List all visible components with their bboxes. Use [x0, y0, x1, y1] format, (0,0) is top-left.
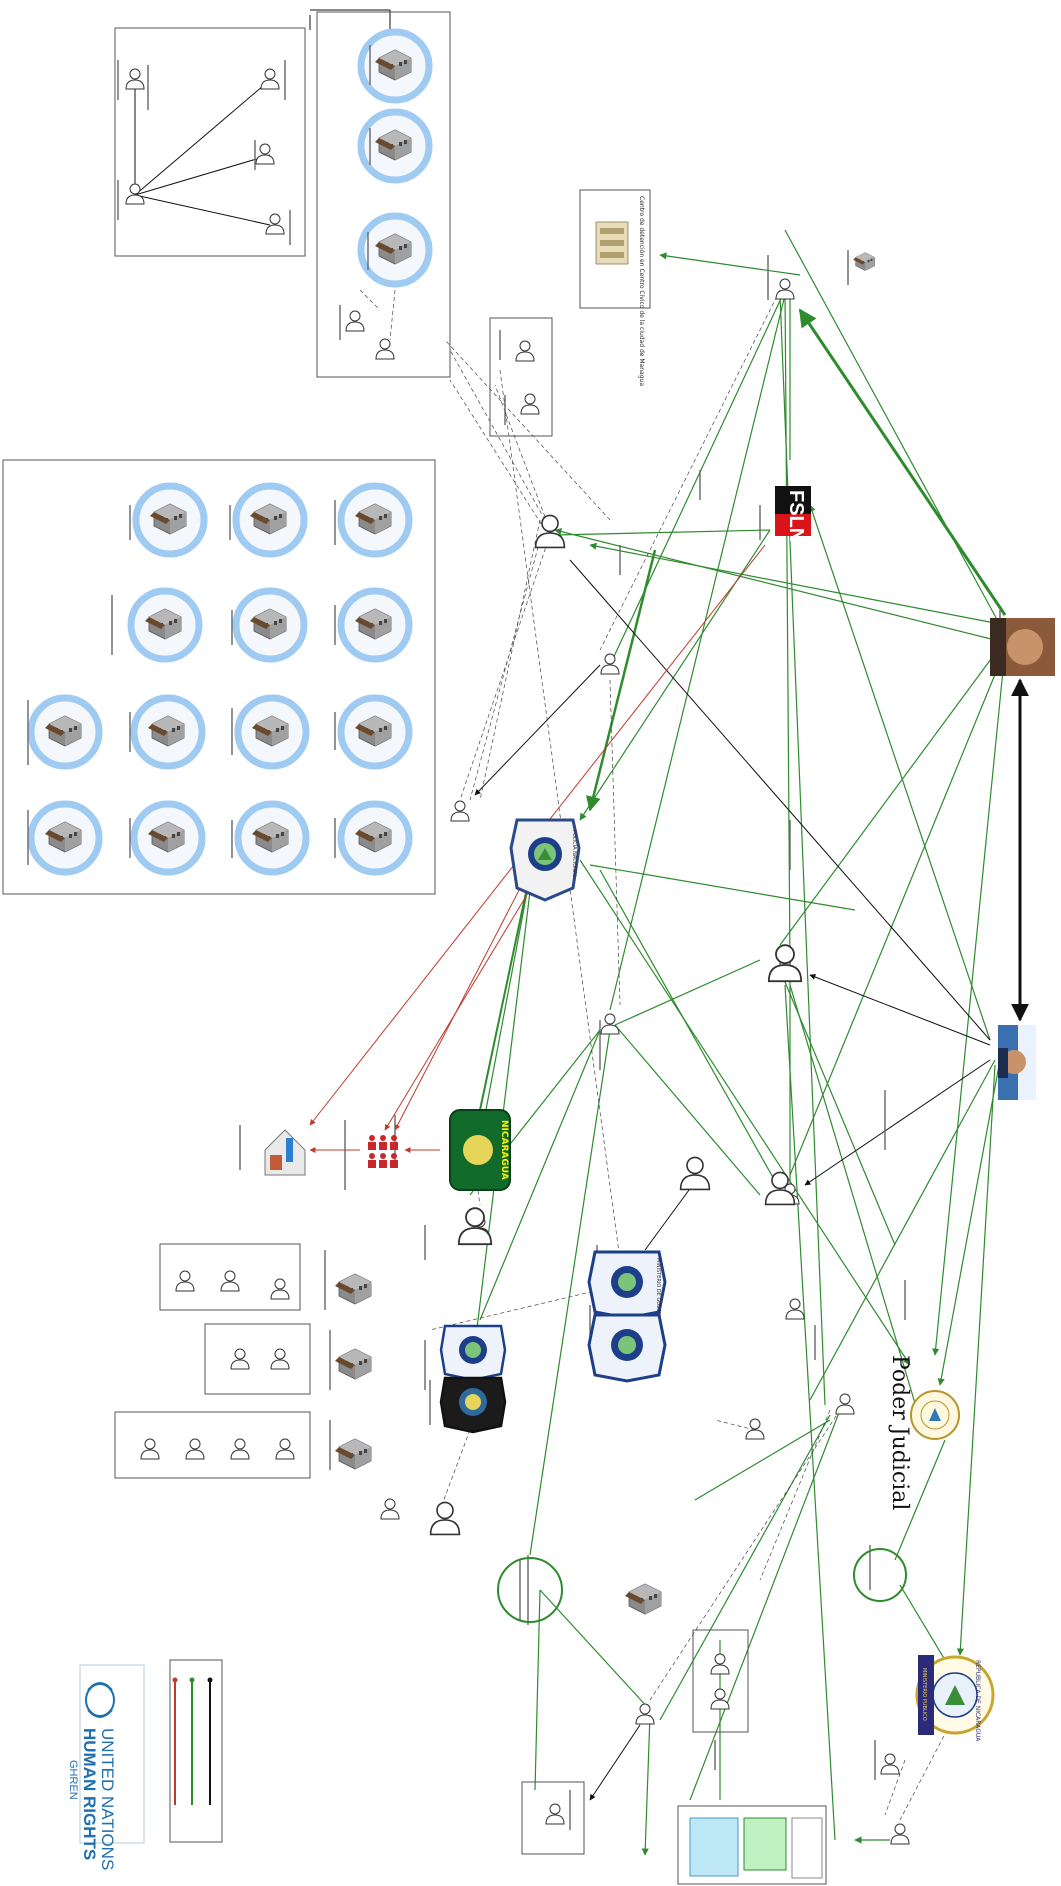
centro-civico-building [595, 221, 629, 265]
ministerio-gobernacion-shields: MINISTERIO DE GOBERNACION [587, 1250, 667, 1383]
poder-judicial-text: Poder Judicial [887, 1355, 912, 1510]
hospital-icon [264, 1129, 306, 1176]
un-line3: GHREN [67, 1760, 79, 1800]
un-emblem-icon [85, 1682, 115, 1718]
policia-text: POLICIA NACIONAL [571, 830, 577, 877]
ministerio-text-1: MINISTERIO DE GOBERNACION [655, 1258, 661, 1335]
poder-judicial: Poder Judicial [887, 1355, 960, 1510]
ejercito-text: NICARAGUA [499, 1120, 509, 1180]
policia-nacional-shield: POLICIA NACIONAL [509, 818, 581, 902]
top-box-title: Centro de detención en Centro Cívico de … [638, 196, 645, 386]
fsln-flag: FSLN [775, 486, 811, 542]
detention-facilities-column [361, 32, 429, 284]
container-boxes [2, 11, 827, 1885]
un-line2: HUMAN RIGHTS [80, 1728, 99, 1860]
penitentiary-shields [439, 1324, 507, 1434]
top-box-title-text: Centro de detención en Centro Cívico de … [638, 196, 645, 386]
detainees-group-icon [368, 1135, 398, 1168]
connectors [134, 9, 1029, 1856]
legend [172, 1677, 213, 1805]
note-boxes [689, 1817, 823, 1879]
facility-buildings [334, 252, 876, 1615]
republica-text: REPUBLICA DE NICARAGUA [974, 1660, 981, 1742]
detention-facilities-grid [31, 486, 409, 872]
portrait-photo-1 [990, 618, 1055, 676]
ministerio-publico-text: MINISTERIO PUBLICO [921, 1668, 927, 1721]
ministerio-publico-seal: REPUBLICA DE NICARAGUA MINISTERIO PUBLIC… [915, 1655, 995, 1742]
nicaragua-army-shield: NICARAGUA [449, 1109, 511, 1191]
un-human-rights-logo: UNITED NATIONS HUMAN RIGHTS GHREN [67, 1664, 145, 1870]
green-circle-groups [497, 1548, 907, 1623]
portrait-photo-2 [998, 1025, 1036, 1100]
un-line1: UNITED NATIONS [98, 1728, 117, 1870]
fsln-text: FSLN [785, 490, 807, 542]
